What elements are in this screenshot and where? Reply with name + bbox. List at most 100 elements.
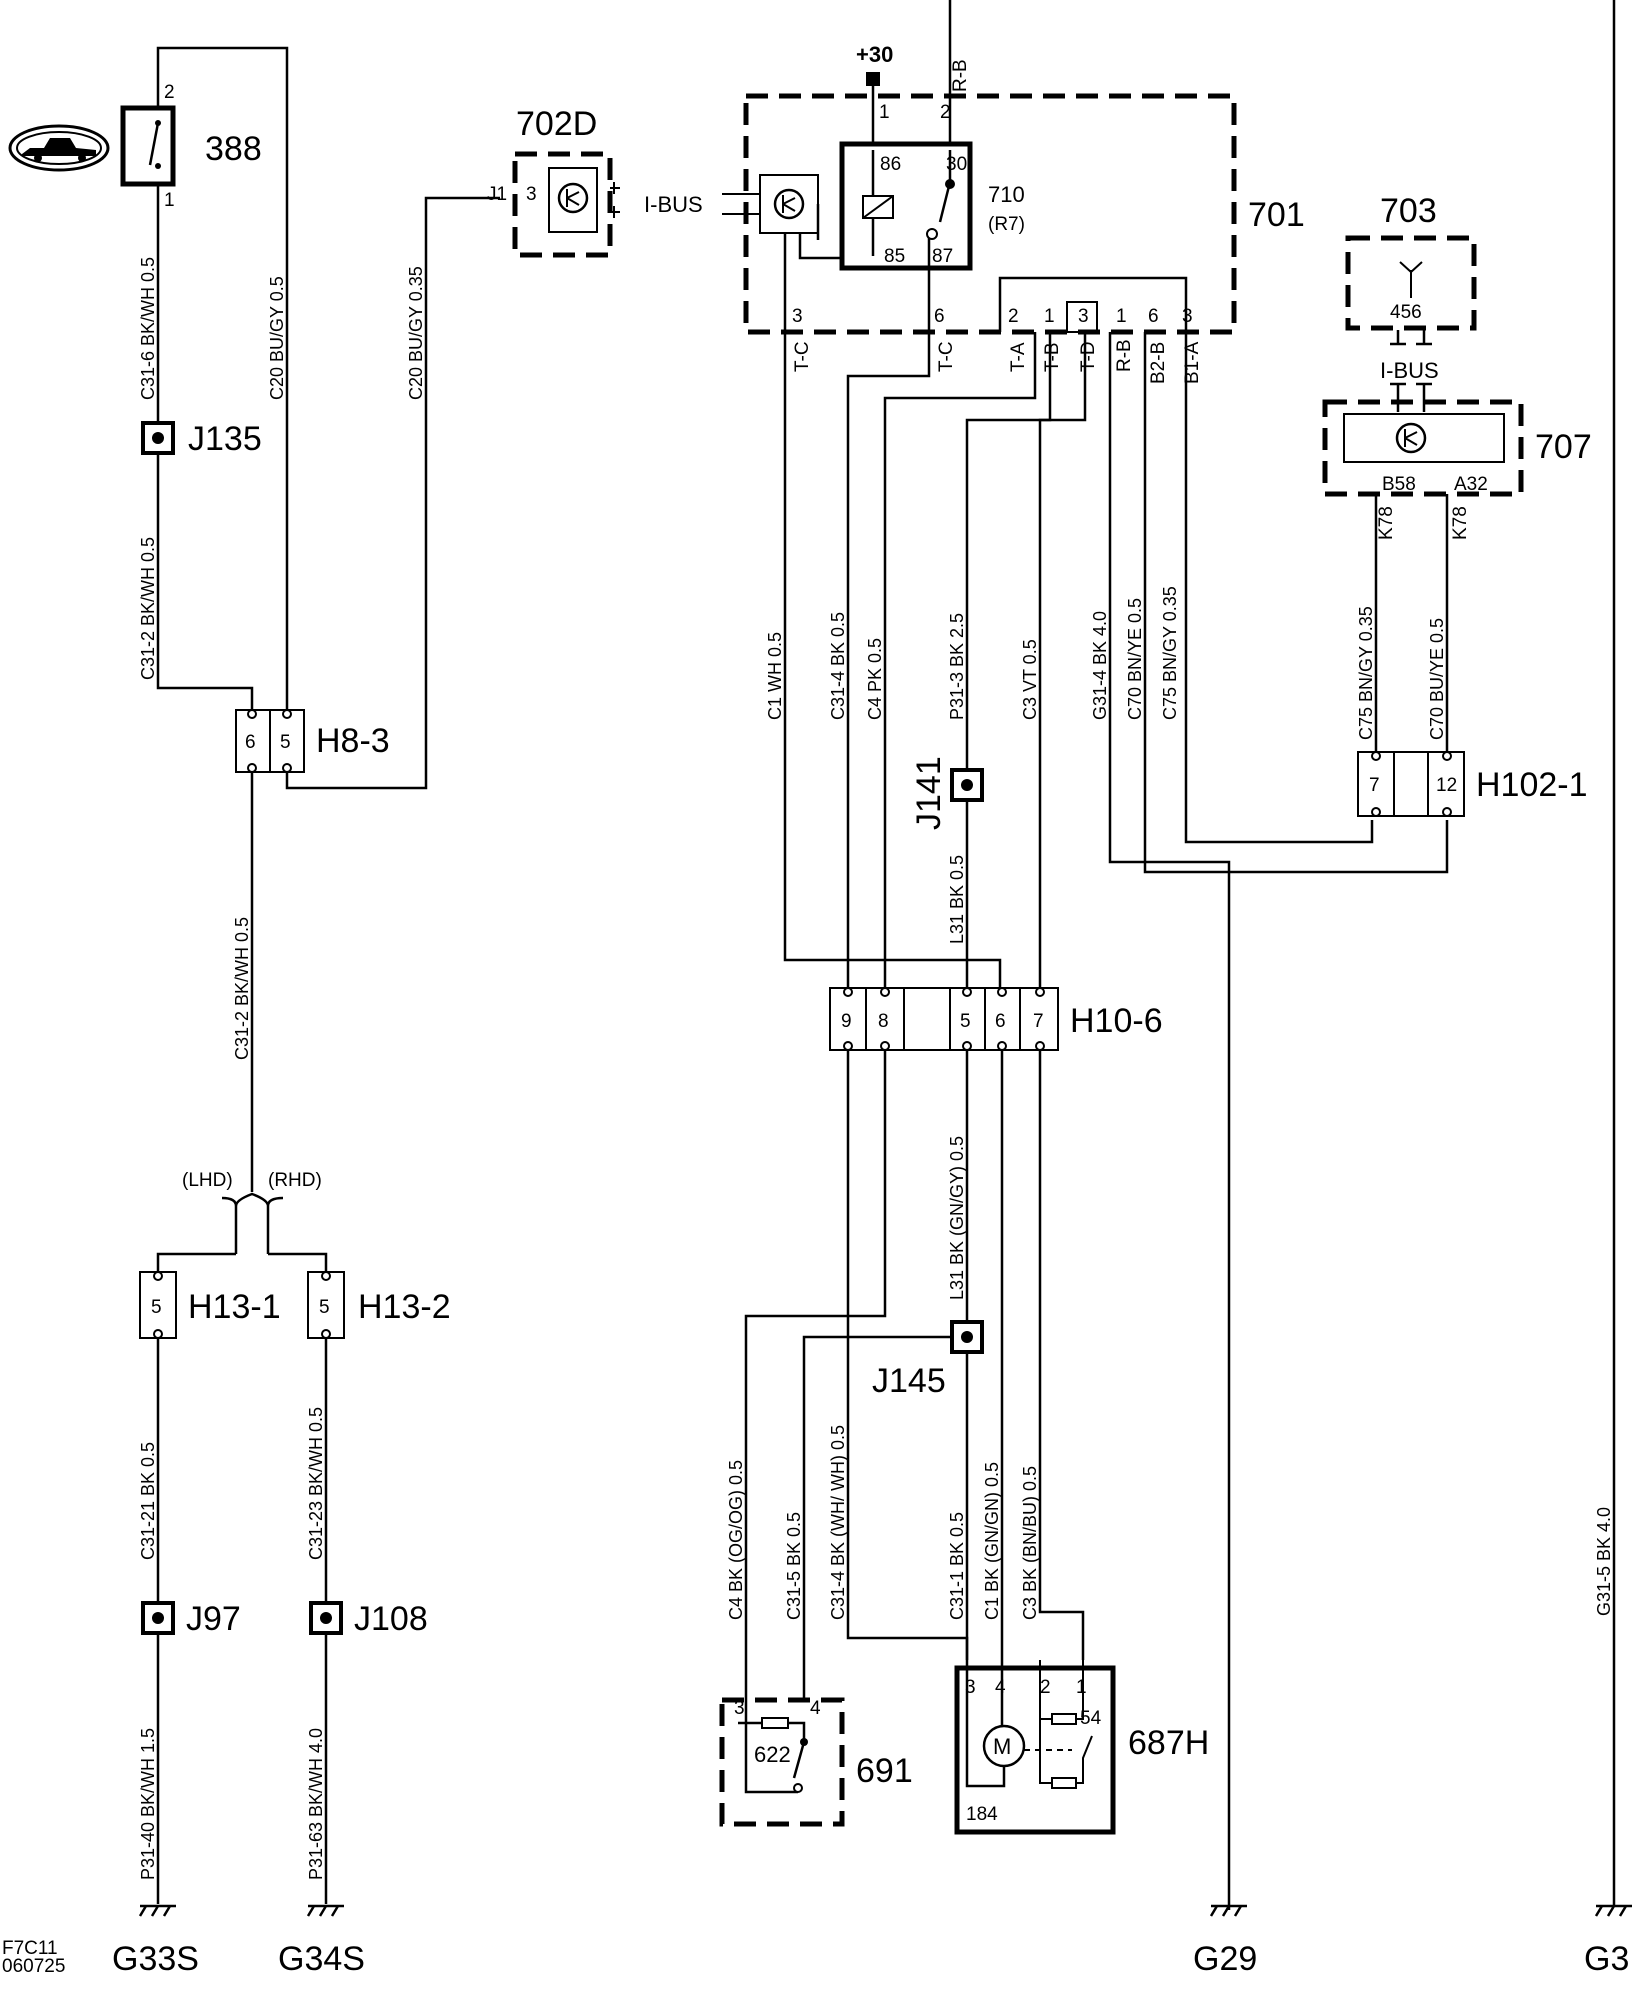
pin-label: 3 [965,1677,976,1698]
connector-label: H10-6 [1070,1002,1163,1040]
component-label-710: 710 [988,182,1025,207]
terminal-label: T-C [936,341,957,372]
component-label-701: 701 [1248,196,1305,234]
component-inner-label: 622 [754,1742,791,1767]
ground-label: G29 [1193,1940,1257,1978]
component-label-687H: 687H [1128,1724,1209,1762]
splice-j97: J97 [141,1600,241,1638]
pin-label: 2 [1040,1677,1051,1698]
splice-j141: J141 [910,756,984,830]
terminal-label: R-B [1114,339,1135,372]
wire-label: C4 BK (OG/OG) 0.5 [726,1460,746,1620]
component-label-388: 388 [205,130,262,168]
pin-label: 3 [526,184,537,205]
pin-label: 30 [946,154,967,175]
module-701: 701 [743,93,1305,335]
ground-g29: G29 [1193,1904,1257,1978]
diagram-code: F7C11 [2,1938,58,1959]
pin-label: 3 [792,306,803,327]
connector-h10-6: 9 8 5 6 7 H10-6 [829,987,1163,1051]
ground-label: G34S [278,1940,365,1978]
terminal-label: T-C [792,341,813,372]
pin-label: 5 [960,1011,971,1032]
wire-label: G31-4 BK 4.0 [1090,611,1110,720]
component-inner-label: 184 [966,1804,998,1825]
pin-label: 12 [1436,775,1457,796]
splice-label: J135 [188,420,262,458]
pin-label: 54 [1080,1708,1102,1729]
terminal-label: T-D [1078,341,1099,372]
splice-label: J145 [872,1362,946,1400]
motor-687H: 3 4 2 1 54 M 184 687H [954,1660,1209,1835]
wire-label: C1 WH 0.5 [765,632,785,720]
wire-label: C1 BK (GN/GN) 0.5 [982,1462,1002,1620]
module-702D: 702D J1 3 [487,105,620,258]
splice-j108: J108 [309,1600,428,1638]
battery-terminal [866,72,880,86]
pin-label: 1 [879,102,890,123]
wire-label: C70 BN/YE 0.5 [1125,598,1145,720]
terminal-label: K78 [1450,506,1471,540]
wire-label: L31 BK 0.5 [947,855,967,944]
wire-label: C31-1 BK 0.5 [947,1512,967,1620]
module-707: B58 A32 707 [1322,399,1592,497]
wire-label: C20 BU/GY 0.5 [267,276,287,400]
option-label-lhd: (LHD) [182,1170,233,1191]
pin-label: 86 [880,154,901,175]
wire-label: C3 BK (BN/BU) 0.5 [1020,1466,1040,1620]
pin-label: 6 [245,732,256,753]
wire-label: C75 BN/GY 0.35 [1160,586,1180,720]
component-inner-label: 456 [1390,302,1422,323]
wire-label: G31-5 BK 4.0 [1594,1507,1614,1616]
diagram-date: 060725 [2,1956,65,1977]
terminal-label: B2-B [1148,342,1169,384]
wire-label: C75 BN/GY 0.35 [1356,606,1376,740]
pin-label: 1 [1076,1677,1087,1698]
ground-g3: G3 [1584,1904,1632,1978]
terminal-label: T-A [1008,342,1029,372]
splice-label: J97 [186,1600,241,1638]
pin-label: 87 [932,246,953,267]
pin-label: 1 [1116,306,1127,327]
ibus-transceiver-701: I-BUS [644,174,819,234]
connector-h13-2: 5 H13-2 [307,1271,451,1339]
supply-label: +30 [856,42,893,67]
pin-label: 6 [1148,306,1159,327]
wire-label: C4 PK 0.5 [865,638,885,720]
pin-label: 3 [734,1698,745,1719]
bus-label: I-BUS [1380,358,1439,383]
pin-label: 9 [841,1011,852,1032]
connector-h13-1: 5 H13-1 [139,1271,281,1339]
pin-label: 5 [280,732,291,753]
pin-label: 7 [1369,775,1380,796]
component-sublabel-710: (R7) [988,214,1025,235]
connector-label: H13-2 [358,1288,451,1326]
wire-label: C31-4 BK 0.5 [828,612,848,720]
pin-label: 2 [1008,306,1019,327]
wire-label: P31-63 BK/WH 4.0 [306,1728,326,1880]
pin-label: 2 [940,102,951,123]
pin-label: 5 [151,1297,162,1318]
pin-label: 6 [995,1011,1006,1032]
terminal-label: R-B [950,59,971,92]
pin-label: B58 [1382,474,1416,495]
pin-label: 5 [319,1297,330,1318]
ground-g34s: G34S [278,1904,365,1978]
wire-label: C31-2 BK/WH 0.5 [232,917,252,1060]
wire-label: C31-23 BK/WH 0.5 [306,1407,326,1560]
terminal-label: K78 [1376,506,1397,540]
pin-label: 85 [884,246,905,267]
pin-label: A32 [1454,474,1488,495]
splice-j145: J145 [872,1320,984,1400]
connector-h8-3: 6 5 H8-3 [235,709,390,773]
pin-label: 1 [1044,306,1055,327]
wire-label: L31 BK (GN/GY) 0.5 [947,1136,967,1300]
ground-label: G33S [112,1940,199,1978]
option-label-rhd: (RHD) [268,1170,322,1191]
antenna-703: 703 456 [1345,192,1477,346]
ground-label: G3 [1584,1940,1629,1978]
pin-label: 1 [164,190,175,211]
wire-label: C70 BU/YE 0.5 [1427,618,1447,740]
splice-label: J141 [910,756,948,830]
